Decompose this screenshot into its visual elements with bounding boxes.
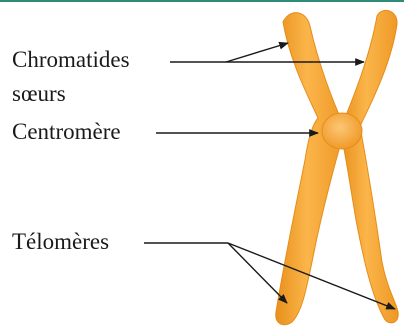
left-chromatid xyxy=(276,13,345,325)
label-soeurs: sœurs xyxy=(12,81,66,107)
right-chromatid xyxy=(340,10,398,322)
telomeres-arrow-left xyxy=(228,243,287,303)
label-chromatides: Chromatides xyxy=(12,47,130,73)
centromere xyxy=(322,113,362,149)
chromatides-arrow-left xyxy=(226,43,288,62)
label-centromere: Centromère xyxy=(12,119,121,145)
label-telomeres: Télomères xyxy=(12,229,109,255)
